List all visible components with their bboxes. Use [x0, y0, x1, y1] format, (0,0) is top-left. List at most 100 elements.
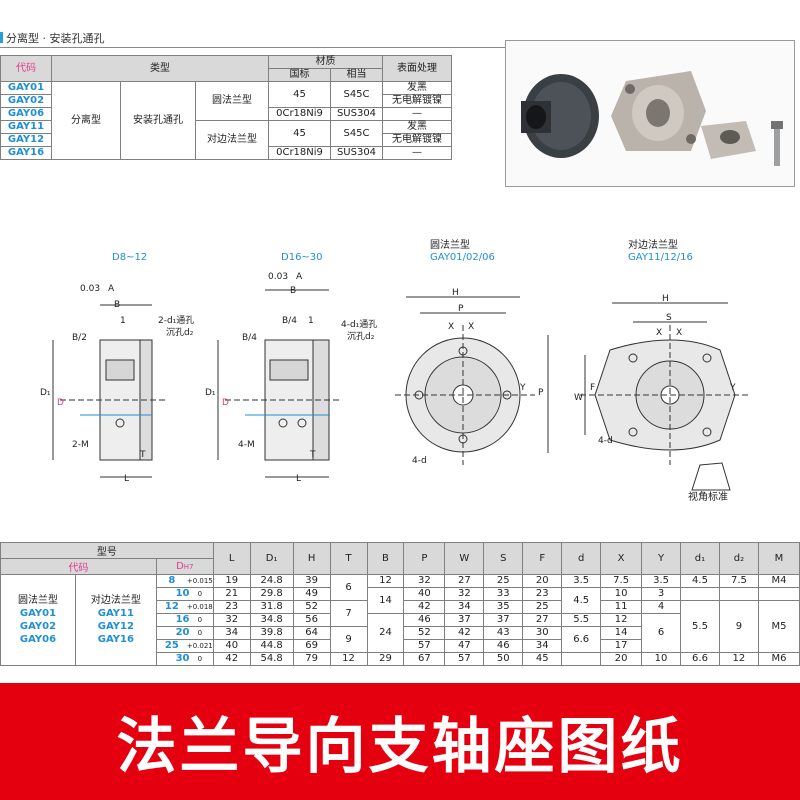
size-col-header: F	[522, 542, 563, 575]
size-cell: 23	[522, 587, 563, 601]
size-cell: 24	[366, 613, 405, 653]
dim-b4: B/4	[282, 316, 297, 326]
dim-x-4a: X	[656, 328, 662, 338]
size-header-model: 型号	[0, 542, 214, 559]
header-accent-bar	[0, 32, 3, 43]
size-cell: 24.8	[249, 574, 294, 588]
size-d-cell: 12+0.018	[155, 600, 214, 614]
spec-code: GAY12	[0, 133, 52, 147]
spec-equiv: SUS304	[330, 107, 383, 121]
dim-p-3: P	[458, 304, 464, 314]
dim-d-1: D	[57, 398, 64, 408]
spec-square: 对边法兰型	[195, 120, 269, 160]
size-cell: 6	[329, 574, 368, 601]
dim-f-4: F	[590, 383, 595, 393]
size-cell	[561, 652, 602, 666]
dim-4d-3: 4-d	[412, 456, 427, 466]
size-cell: 25	[522, 600, 563, 614]
spec-gb: 0Cr18Ni9	[268, 107, 331, 121]
spec-header-gb: 国标	[268, 68, 331, 82]
size-cell: 14	[600, 626, 643, 640]
size-cell: 54.8	[249, 652, 294, 666]
size-cell: 30	[522, 626, 563, 640]
size-cell: 46	[403, 613, 446, 627]
size-cell: 12	[366, 574, 405, 588]
size-cell: 9	[718, 600, 759, 653]
spec-equiv: S45C	[330, 120, 383, 147]
size-cell: 40	[212, 639, 251, 653]
size-cell: 12	[718, 652, 759, 666]
size-cell: 52	[292, 600, 331, 614]
size-col-header: X	[600, 542, 643, 575]
dim-h-3: H	[452, 288, 459, 298]
size-cell: 17	[600, 639, 643, 653]
size-cell: 7	[329, 600, 368, 627]
drawing4-codes: GAY11/12/16	[628, 252, 693, 263]
spec-code: GAY02	[0, 94, 52, 108]
spec-code: GAY16	[0, 146, 52, 160]
size-col-header: d₂	[718, 542, 759, 575]
size-cell: 64	[292, 626, 331, 640]
dim-b-1: B	[114, 300, 120, 310]
dim-w-4: W	[574, 393, 583, 403]
spec-surface: 发黑	[382, 120, 452, 134]
title-banner: 法兰导向支轴座图纸	[0, 683, 800, 800]
spec-code: GAY11	[0, 120, 52, 134]
banner-title: 法兰导向支轴座图纸	[116, 712, 684, 782]
spec-gb: 45	[268, 120, 331, 147]
drawing2-label: D16~30	[281, 252, 323, 263]
size-cell: 42	[212, 652, 251, 666]
dim-x-3b: X	[468, 322, 474, 332]
counterbore-1: 沉孔d₂	[166, 327, 194, 338]
size-cell: 31.8	[249, 600, 294, 614]
size-cell: 23	[212, 600, 251, 614]
dim-4d-4: 4-d	[598, 436, 613, 446]
size-cell	[718, 587, 759, 601]
drawing4-title: 对边法兰型	[628, 238, 678, 251]
size-cell: 34	[444, 600, 485, 614]
size-cell: 32	[403, 574, 446, 588]
hole-callout-2: 4-d₁通孔	[341, 319, 377, 330]
size-cell: 69	[292, 639, 331, 653]
size-cell: 6	[641, 613, 682, 653]
spec-surface: —	[382, 107, 452, 121]
size-cell: 67	[403, 652, 446, 666]
size-square-group: 对边法兰型 GAY11 GAY12 GAY16	[74, 574, 157, 666]
dim-t-1: T	[139, 450, 146, 460]
section-title: 分离型 · 安装孔通孔	[6, 32, 105, 45]
product-photo-illustration	[521, 71, 783, 166]
size-cell: 43	[483, 626, 524, 640]
size-cell: 6.6	[561, 626, 602, 653]
size-cell: 29	[366, 652, 405, 666]
size-cell: 10	[600, 587, 643, 601]
datum-2: A	[296, 272, 303, 282]
size-cell: 42	[444, 626, 485, 640]
spec-equiv: S45C	[330, 81, 383, 108]
spec-header-surface: 表面处理	[382, 55, 452, 82]
spec-gb: 0Cr18Ni9	[268, 146, 331, 160]
dim-d-2: D	[222, 398, 229, 408]
spec-type2: 安装孔通孔	[120, 81, 196, 160]
dim-s-4: S	[666, 313, 672, 323]
size-cell: 34.8	[249, 613, 294, 627]
size-cell: 32	[212, 613, 251, 627]
dim-one-1: 1	[120, 316, 126, 326]
dim-b2-2: B/4	[242, 333, 257, 343]
size-cell: 11	[600, 600, 643, 614]
size-cell: 52	[403, 626, 446, 640]
size-cell: 6.6	[680, 652, 720, 666]
spec-equiv: SUS304	[330, 146, 383, 160]
size-cell: 3.5	[641, 574, 682, 588]
tol-box-2: 0.03	[268, 272, 288, 282]
dim-x-3a: X	[448, 322, 454, 332]
size-cell: 10	[641, 652, 682, 666]
dim-4m: 4-M	[238, 440, 255, 450]
spec-header-equiv: 相当	[330, 68, 383, 82]
dim-one-2: 1	[308, 316, 314, 326]
size-cell: 39.8	[249, 626, 294, 640]
dim-b-2: B	[290, 286, 296, 296]
dim-t-2: T	[309, 450, 316, 460]
